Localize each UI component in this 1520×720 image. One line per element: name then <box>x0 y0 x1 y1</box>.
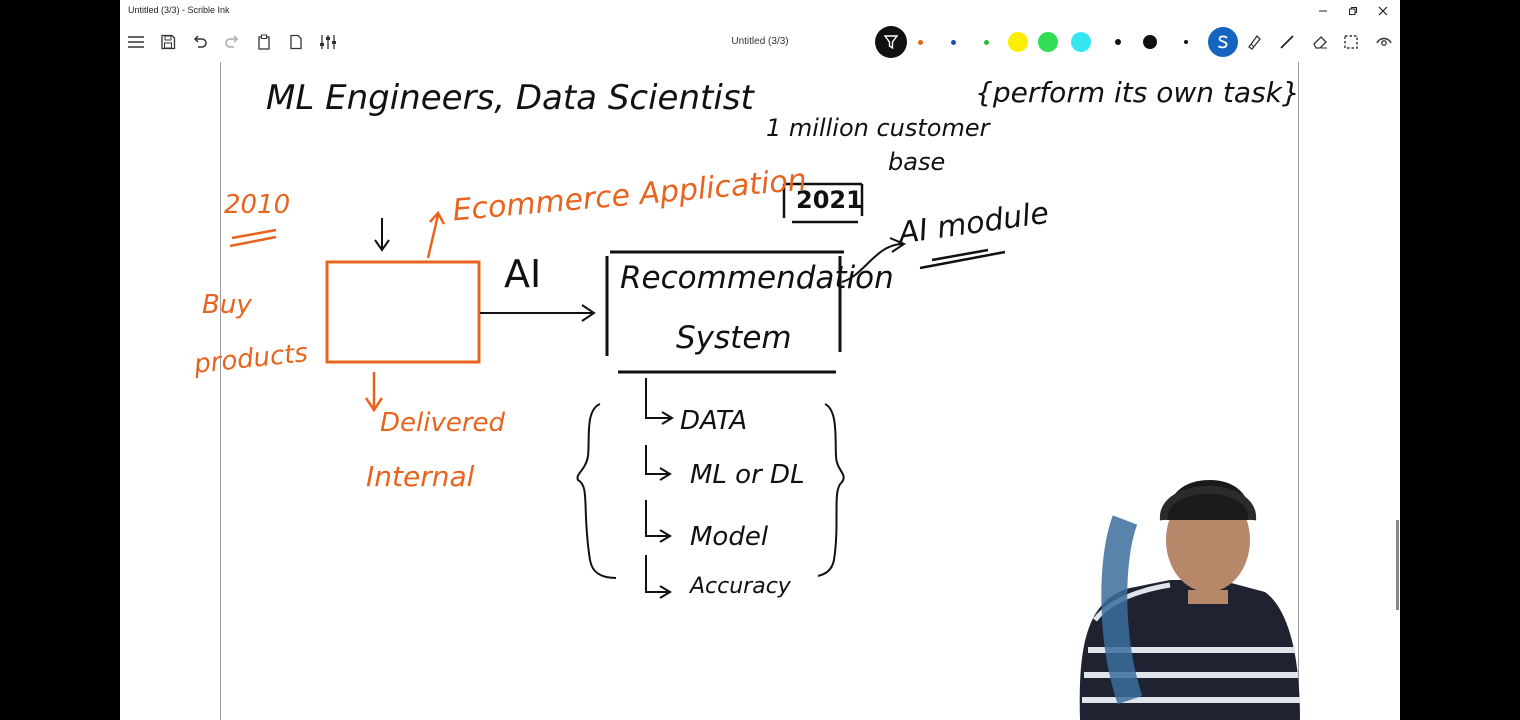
sliders-icon <box>320 35 336 49</box>
page-margin-left <box>220 62 221 720</box>
step-data-ink: DATA <box>680 406 748 436</box>
year-2021-ink: 2021 <box>796 186 863 214</box>
ai-arrow <box>480 304 596 322</box>
redo-icon <box>225 35 239 48</box>
eraser-button[interactable] <box>1308 30 1332 54</box>
settings-button[interactable] <box>316 30 340 54</box>
undo-button[interactable] <box>188 30 212 54</box>
recommendation-box <box>605 250 844 374</box>
pen-color-swatch[interactable] <box>983 39 989 45</box>
scrible-ink-window: Untitled (3/3) - Scrible Ink <box>120 0 1400 720</box>
customer-line1-ink: 1 million customer <box>766 114 990 142</box>
minimize-icon <box>1319 10 1327 12</box>
dashed-select-icon <box>1344 35 1358 49</box>
restore-button[interactable] <box>1338 2 1368 20</box>
pen-color-swatch[interactable] <box>1071 32 1091 52</box>
restore-icon <box>1349 7 1357 15</box>
pen-color-swatch[interactable] <box>917 39 923 45</box>
ecommerce-box <box>325 260 481 364</box>
redo-button[interactable] <box>220 30 244 54</box>
system-ink: System <box>676 320 792 356</box>
delivered-arrow <box>364 372 384 413</box>
heading-ink: ML Engineers, Data Scientist <box>266 78 754 118</box>
line-icon <box>1280 35 1294 49</box>
ai-ink: AI <box>504 252 542 296</box>
ecommerce-arrow <box>426 210 446 259</box>
view-button[interactable] <box>1372 30 1396 54</box>
customer-line2-ink: base <box>888 148 946 176</box>
scrible-account-button[interactable] <box>1208 27 1238 57</box>
perform-task-ink: {perform its own task} <box>975 76 1300 109</box>
page-icon <box>290 34 302 50</box>
highlighter-icon <box>1248 35 1261 50</box>
close-icon <box>1378 6 1388 16</box>
buy-ink: Buy <box>202 290 252 320</box>
ai-module-arrow <box>841 237 907 283</box>
eye-icon <box>1376 37 1392 46</box>
save-icon <box>161 34 176 50</box>
minimize-button[interactable] <box>1308 2 1338 20</box>
pen-color-swatch[interactable] <box>950 39 956 45</box>
eraser-icon <box>1313 36 1327 49</box>
underline-2010 <box>229 228 277 248</box>
input-arrow <box>374 218 390 252</box>
s-logo-icon <box>1217 35 1228 49</box>
delivered-ink: Delivered <box>380 408 506 438</box>
window-title: Untitled (3/3) - Scrible Ink <box>128 5 230 15</box>
close-button[interactable] <box>1368 2 1398 20</box>
step-arrows <box>645 378 674 599</box>
pen-color-swatch[interactable] <box>1184 40 1188 44</box>
step-model-ink: Model <box>690 522 769 552</box>
recommendation-ink: Recommendation <box>620 260 894 296</box>
select-tool-button[interactable] <box>1339 30 1363 54</box>
title-bar: Untitled (3/3) - Scrible Ink <box>120 0 1400 22</box>
pen-color-swatch[interactable] <box>1143 35 1157 49</box>
step-accuracy-ink: Accuracy <box>690 574 791 599</box>
step-ml-ink: ML or DL <box>690 460 805 490</box>
vertical-scrollbar[interactable] <box>1396 520 1399 610</box>
paste-button[interactable] <box>252 30 276 54</box>
year-2010-ink: 2010 <box>224 190 291 220</box>
ai-module-underline <box>919 248 1006 270</box>
save-button[interactable] <box>156 30 180 54</box>
left-brace <box>576 403 617 579</box>
menu-button[interactable] <box>124 30 148 54</box>
filter-pen-button[interactable] <box>875 26 907 58</box>
highlighter-button[interactable] <box>1242 30 1266 54</box>
toolbar: Untitled (3/3) <box>120 22 1400 62</box>
page-margin-right <box>1298 62 1299 720</box>
pen-color-swatch[interactable] <box>1038 32 1058 52</box>
hamburger-icon <box>128 36 144 48</box>
funnel-icon <box>883 35 899 50</box>
internal-ink: Internal <box>366 460 475 493</box>
presenter-video-overlay <box>1079 480 1300 720</box>
ink-drawings <box>229 182 1300 720</box>
line-tool-button[interactable] <box>1275 30 1299 54</box>
box-2021 <box>782 182 864 224</box>
new-page-button[interactable] <box>284 30 308 54</box>
right-brace <box>817 403 845 577</box>
clipboard-icon <box>258 34 270 50</box>
pen-color-swatch[interactable] <box>1008 32 1028 52</box>
pen-color-swatch[interactable] <box>1115 39 1121 45</box>
undo-icon <box>193 35 207 48</box>
